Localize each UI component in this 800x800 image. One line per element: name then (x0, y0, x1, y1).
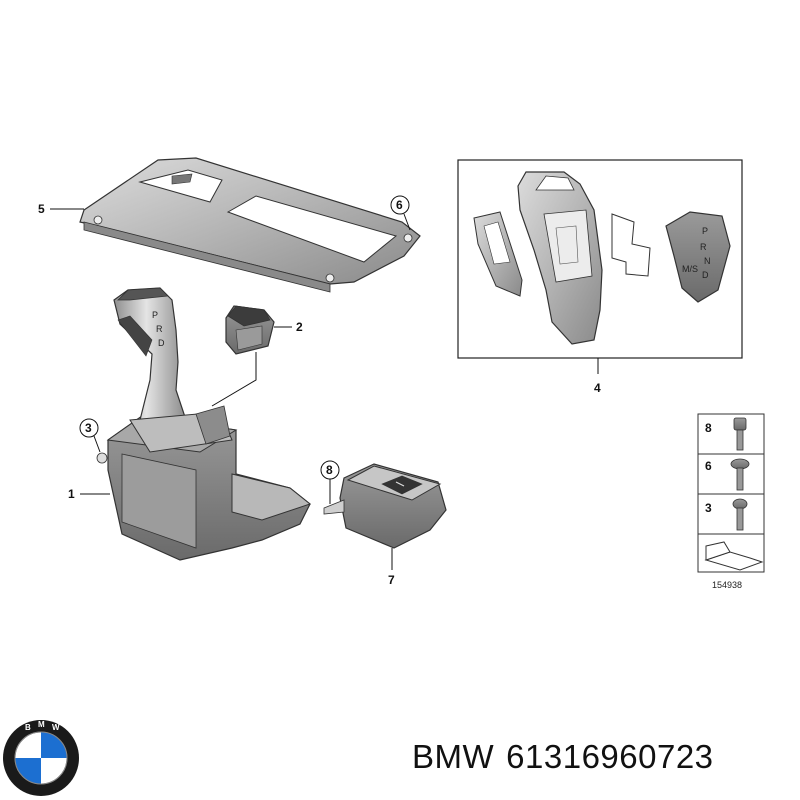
part-5-trim-frame (79, 157, 421, 293)
detail-label-ms: M/S (682, 264, 698, 274)
svg-text:5: 5 (38, 202, 45, 216)
leader-switch-to-knob (211, 352, 257, 407)
callout-2: 2 (274, 320, 303, 334)
legend-reference-code: 154938 (712, 580, 742, 590)
knob-label-d: D (158, 338, 165, 348)
fastener-legend: 8 6 3 154938 (697, 413, 765, 590)
callout-4: 4 (594, 381, 601, 395)
knob-label-p: P (152, 310, 158, 320)
brand-name: BMW (412, 738, 495, 775)
svg-text:6: 6 (396, 198, 403, 212)
callout-5: 5 (38, 202, 84, 216)
callout-8: 8 (320, 460, 340, 504)
detail-label-d: D (702, 270, 709, 280)
callout-3: 3 (79, 418, 101, 453)
svg-text:B: B (25, 723, 31, 732)
callout-7: 7 (388, 548, 395, 587)
part-number: 61316960723 (506, 738, 714, 775)
svg-text:8: 8 (326, 463, 333, 477)
knob-label-r: R (156, 324, 163, 334)
callout-1: 1 (68, 487, 110, 501)
part-caption: BMW 61316960723 (412, 738, 714, 776)
svg-text:6: 6 (705, 459, 712, 473)
svg-text:M: M (38, 720, 45, 729)
callout-6: 6 (390, 195, 411, 231)
svg-text:3: 3 (85, 421, 92, 435)
legend-item-pan-screw: 3 (705, 498, 748, 531)
legend-item-flange-screw: 6 (705, 458, 750, 491)
part-4-knob-exploded: P R N D M/S (473, 171, 731, 345)
gear-knob: P R D (113, 287, 233, 453)
part-7-button-module (323, 463, 447, 549)
detail-label-p: P (702, 226, 708, 236)
detail-label-n: N (704, 256, 711, 266)
svg-text:W: W (52, 723, 60, 732)
svg-text:1: 1 (68, 487, 75, 501)
svg-text:7: 7 (388, 573, 395, 587)
arrow-wedge-icon (704, 541, 764, 571)
svg-text:2: 2 (296, 320, 303, 334)
bmw-logo: B M W (3, 720, 79, 796)
part-2-switch (225, 305, 275, 355)
svg-text:8: 8 (705, 421, 712, 435)
detail-label-r: R (700, 242, 707, 252)
svg-text:3: 3 (705, 501, 712, 515)
legend-item-socket-bolt: 8 (705, 417, 747, 451)
svg-text:4: 4 (594, 381, 601, 395)
